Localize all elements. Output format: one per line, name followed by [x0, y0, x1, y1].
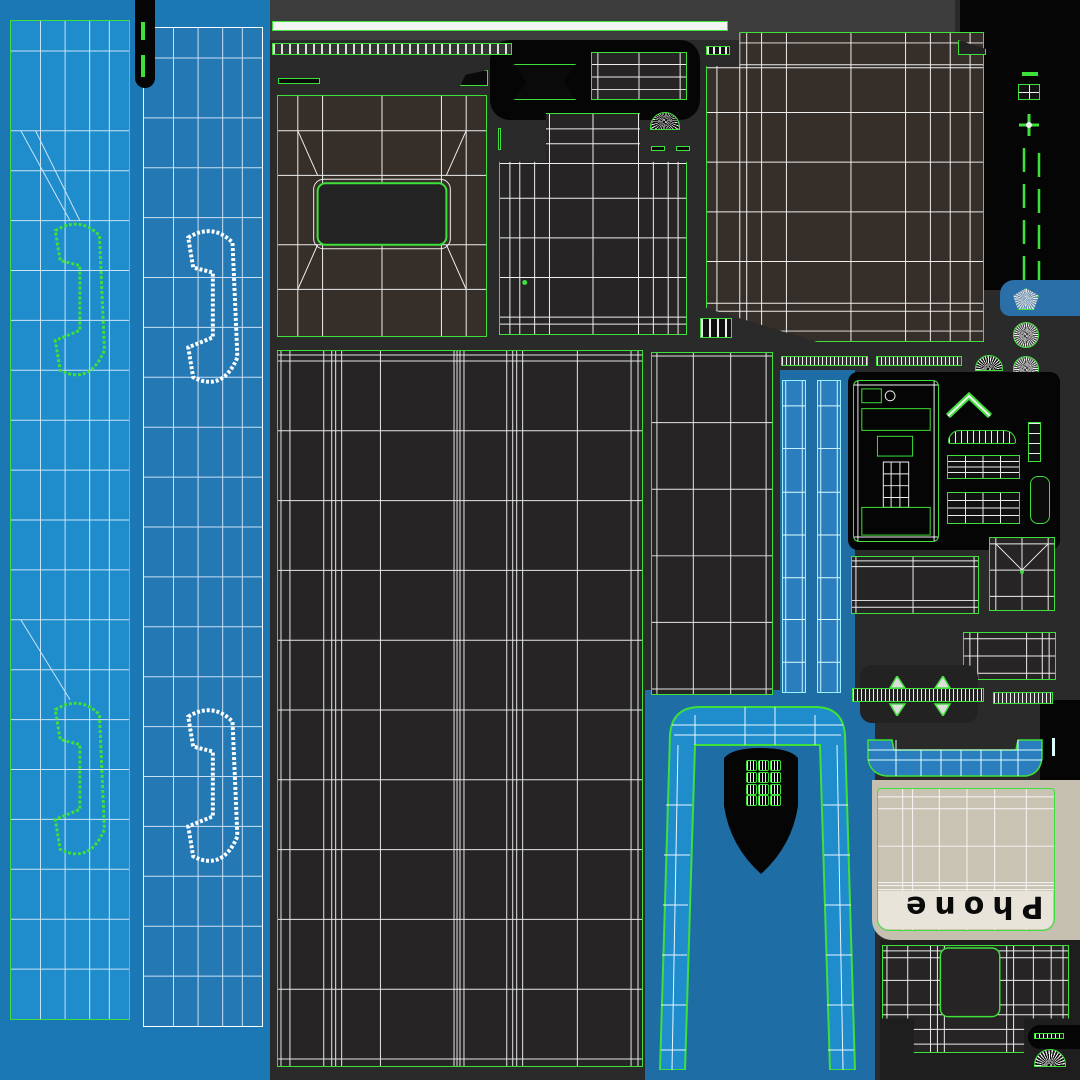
round-dial-a — [1013, 322, 1039, 348]
front-panel — [651, 352, 773, 695]
back-panel-large — [277, 350, 643, 1067]
tiny-clip-a — [651, 146, 665, 151]
keypad-button — [746, 760, 757, 771]
grille-strip-b — [876, 356, 962, 366]
grille-strip-a — [781, 356, 868, 366]
blue-trough — [866, 738, 1044, 778]
hinge-part — [278, 78, 320, 84]
keypad-buttons — [746, 760, 784, 806]
keypad-button — [746, 772, 757, 783]
door-strip-left — [782, 380, 806, 693]
small-vertical-bar — [1052, 738, 1055, 756]
handset-outline-upper — [53, 222, 106, 377]
roof-panel-with-window — [277, 95, 487, 337]
keypad-button — [758, 760, 769, 771]
roof-edge-strip — [272, 43, 512, 55]
handset-outline-lower — [186, 708, 240, 863]
small-panel — [963, 632, 1056, 680]
roof-top-strip — [272, 21, 728, 31]
blue-dial-patch — [1000, 280, 1080, 316]
side-panel-left — [10, 20, 130, 1020]
door-strip-right — [817, 380, 841, 693]
curved-grille — [948, 430, 1016, 444]
phone-label-text: Phone — [898, 889, 1044, 924]
coin-grid-b — [947, 492, 1020, 524]
keypad-button — [770, 772, 781, 783]
vertical-slot — [498, 128, 501, 150]
left-gap-void — [135, 0, 155, 88]
vertical-ladder — [1028, 422, 1041, 462]
coin-grid-a — [947, 455, 1020, 479]
base-small-strip — [1034, 1033, 1064, 1039]
cross-bracket — [1019, 114, 1039, 136]
handset-outline-lower — [53, 701, 106, 856]
spiked-bracket — [852, 688, 984, 702]
dashed-strips — [1020, 148, 1044, 283]
wireframe-grid — [144, 28, 262, 1026]
left-gap-slot-b — [141, 55, 145, 77]
keypad-button — [770, 760, 781, 771]
keypad-button — [758, 772, 769, 783]
box-panel — [989, 537, 1055, 611]
narrow-grille — [993, 692, 1053, 704]
door-frame — [650, 705, 865, 1071]
telephone-unit — [853, 380, 939, 542]
keypad-button — [770, 784, 781, 795]
keypad-button — [758, 784, 769, 795]
window-pane-icon — [1018, 84, 1040, 100]
lower-right-black-void — [1040, 700, 1080, 790]
small-hook — [1022, 72, 1038, 76]
wireframe-grid — [11, 21, 129, 1019]
small-window-grid — [700, 318, 732, 338]
keypad-button — [758, 795, 769, 806]
phone-label-plate: Phone — [877, 788, 1055, 931]
keypad-button — [746, 795, 757, 806]
upper-square-panel — [706, 32, 984, 342]
arch-piece — [945, 391, 993, 419]
bracket-spikes — [885, 674, 955, 718]
handset-outline-upper — [186, 229, 240, 384]
half-dial-a — [975, 355, 1003, 371]
label-band — [878, 891, 1053, 929]
rounded-slot — [1030, 476, 1050, 524]
tiny-grid-piece — [706, 46, 730, 55]
shelf-panel — [851, 556, 979, 614]
keypad-button — [746, 784, 757, 795]
tiny-clip-b — [676, 146, 690, 151]
small-rect-panel — [591, 52, 687, 100]
trim-piece — [460, 70, 488, 86]
keypad-button — [770, 795, 781, 806]
left-gap-slot-a — [141, 22, 145, 40]
side-panel-right — [143, 27, 263, 1027]
